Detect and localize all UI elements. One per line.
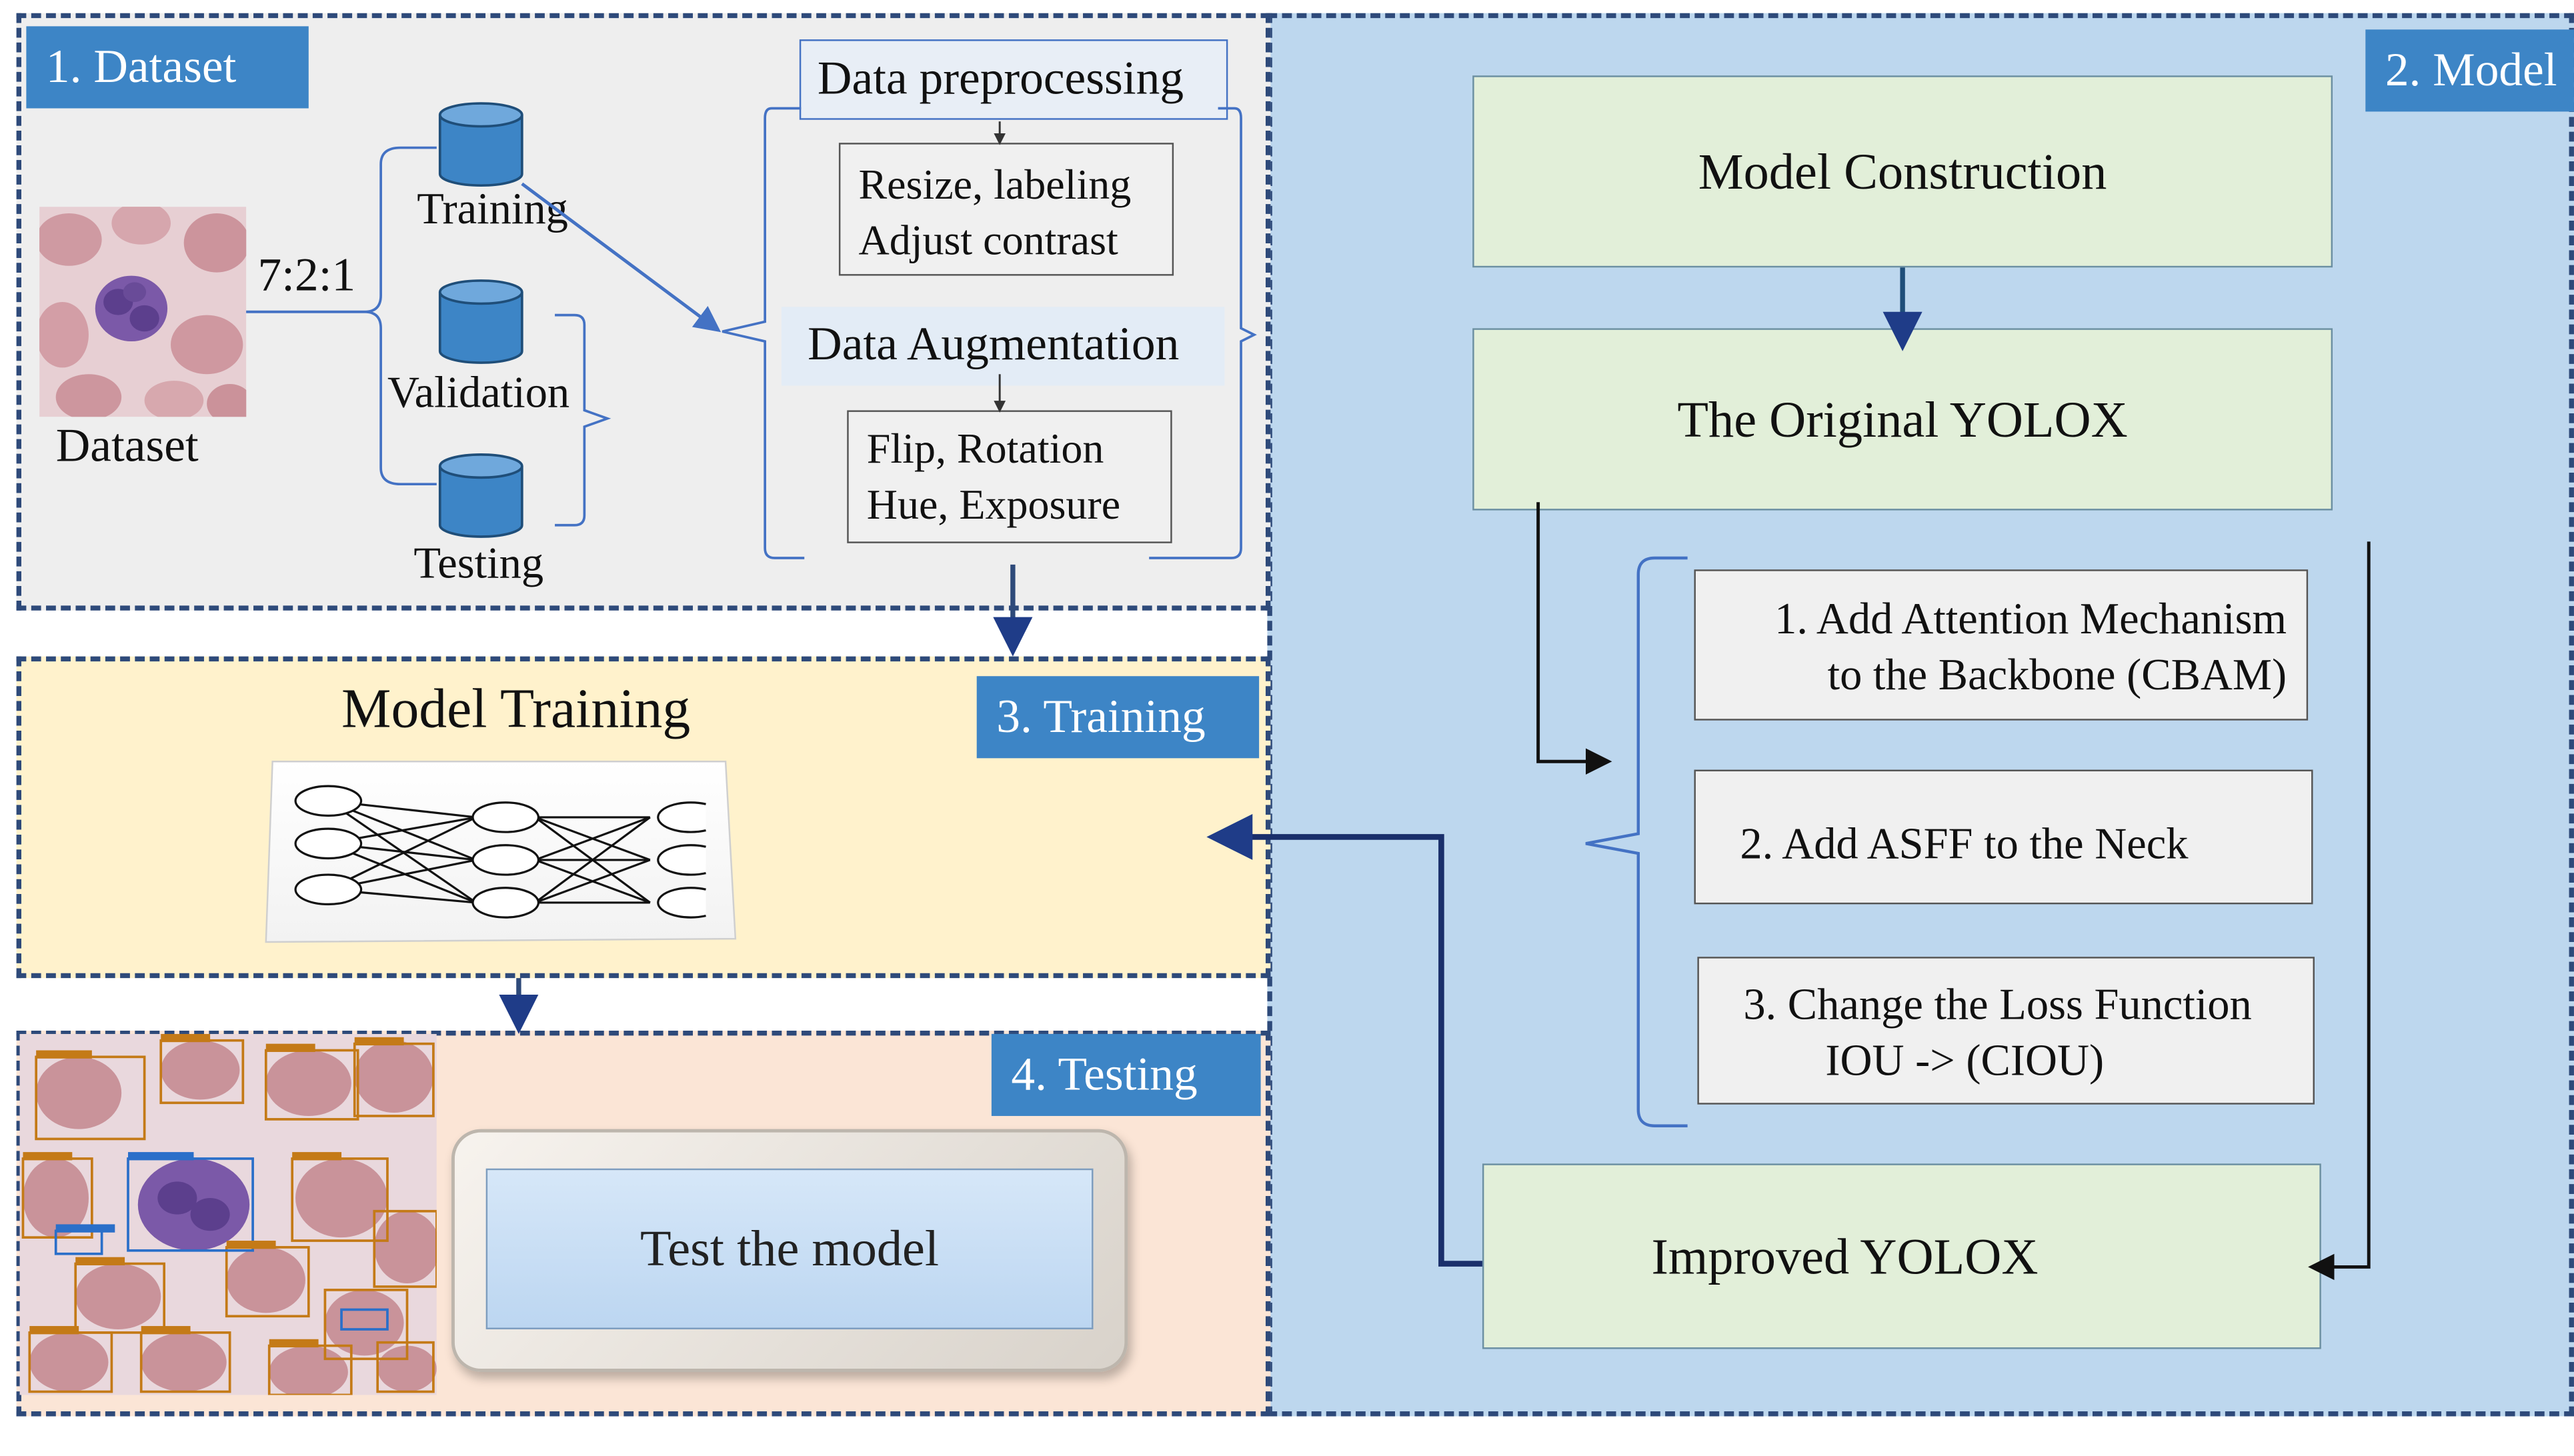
improved-yolox-box: Improved YOLOX [1482,1163,2321,1349]
preprocessing-steps-box: Resize, labeling Adjust contrast [838,143,1174,276]
testing-split-label: Testing [413,538,544,588]
testing-cylinder-icon [438,453,523,538]
augmentation-title-box [781,307,1225,386]
preprocessing-step-1: Resize, labeling [858,161,1132,209]
improvement-cbam-line2: to the Backbone (CBAM) [1827,649,2287,699]
model-training-title: Model Training [341,679,691,741]
dataset-sample-image [39,207,247,417]
improvement-cbam-box: 1. Add Attention Mechanism to the Backbo… [1694,569,2309,721]
augmentation-step-1: Flip, Rotation [866,425,1104,473]
preprocessing-title: Data preprocessing [817,52,1184,105]
detection-result-image [19,1033,437,1395]
augmentation-steps-box: Flip, Rotation Hue, Exposure [847,410,1172,543]
augmentation-title: Data Augmentation [808,318,1180,371]
improvement-loss-line1: 3. Change the Loss Function [1743,979,2252,1029]
model-construction-box: Model Construction [1472,75,2333,268]
improvement-loss-line2: IOU -> (CIOU) [1825,1035,2105,1085]
original-yolox-box: The Original YOLOX [1472,328,2333,511]
improvement-asff-line1: 2. Add ASFF to the Neck [1740,819,2189,869]
validation-split-label: Validation [387,367,570,417]
improvement-cbam-line1: 1. Add Attention Mechanism [1774,594,2287,643]
dataset-tag: 1. Dataset [26,26,309,109]
improvement-loss-box: 3. Change the Loss Function IOU -> (CIOU… [1697,957,2315,1105]
augmentation-step-2: Hue, Exposure [866,481,1121,529]
validation-cylinder-icon [438,279,523,364]
model-tag: 2. Model [2365,29,2574,112]
training-tag: 3. Training [976,676,1260,759]
training-split-label: Training [417,183,568,233]
neural-network-icon [265,760,737,943]
test-model-button[interactable]: Test the model [485,1168,1094,1329]
split-ratio-label: 7:2:1 [257,249,356,302]
training-cylinder-icon [438,102,523,187]
preprocessing-step-2: Adjust contrast [858,216,1118,265]
testing-tag: 4. Testing [991,1033,1261,1116]
dataset-image-label: Dataset [55,420,199,473]
preprocessing-title-box [799,39,1228,120]
improvement-asff-box: 2. Add ASFF to the Neck [1694,769,2313,905]
